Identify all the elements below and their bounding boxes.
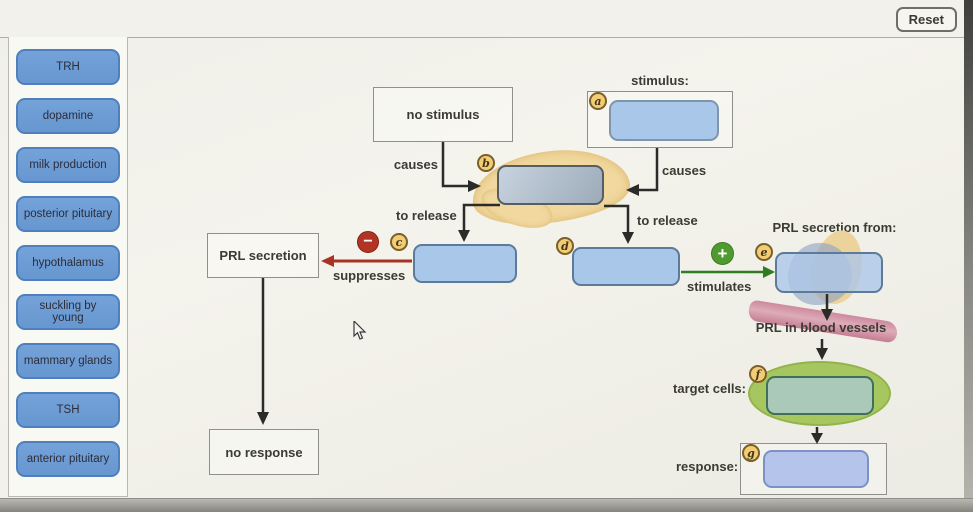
badge-f: f (749, 365, 767, 383)
screen-right-edge (964, 0, 973, 512)
badge-c: c (390, 233, 408, 251)
causes-left-label: causes (393, 157, 438, 172)
plus-icon: + (711, 242, 734, 265)
stimulus-label: stimulus: (631, 73, 689, 88)
term-hypothalamus[interactable]: hypothalamus (16, 245, 120, 281)
top-bar: Reset (0, 0, 973, 38)
badge-b: b (477, 154, 495, 172)
to-release-right-label: to release (637, 213, 698, 228)
stimulates-label: stimulates (687, 279, 752, 294)
drop-zone-e[interactable] (775, 252, 883, 293)
no-stimulus-text: no stimulus (406, 107, 480, 122)
drop-zone-d[interactable] (572, 247, 680, 286)
prl-blood-vessels-label: PRL in blood vessels (755, 320, 887, 335)
badge-a: a (589, 92, 607, 110)
term-anterior-pituitary[interactable]: anterior pituitary (16, 441, 120, 477)
term-bank-sidebar: TRH dopamine milk production posterior p… (8, 37, 128, 497)
mouse-cursor-icon (353, 321, 367, 340)
drop-zone-b[interactable] (497, 165, 604, 205)
no-stimulus-box: no stimulus (373, 87, 513, 142)
no-response-box: no response (209, 429, 319, 475)
suppresses-label: suppresses (333, 268, 406, 283)
drop-zone-f[interactable] (766, 376, 874, 415)
reset-button[interactable]: Reset (895, 7, 957, 32)
suppresses-arrow (321, 255, 412, 267)
term-suckling-by-young[interactable]: suckling by young (16, 294, 120, 330)
term-posterior-pituitary[interactable]: posterior pituitary (16, 196, 120, 232)
prl-secretion-text: PRL secretion (219, 248, 307, 263)
term-trh[interactable]: TRH (16, 49, 120, 85)
no-response-text: no response (225, 444, 303, 460)
minus-icon: − (357, 231, 379, 253)
badge-d: d (556, 237, 574, 255)
term-mammary-glands[interactable]: mammary glands (16, 343, 120, 379)
drop-zone-g[interactable] (763, 450, 869, 488)
causes-right-label: causes (662, 163, 707, 178)
to-release-left-label: to release (396, 208, 457, 223)
prl-secretion-from-label: PRL secretion from: (772, 220, 897, 235)
stimulates-arrow (681, 266, 775, 278)
term-dopamine[interactable]: dopamine (16, 98, 120, 134)
term-milk-production[interactable]: milk production (16, 147, 120, 183)
prl-secretion-box: PRL secretion (207, 233, 319, 278)
screen-bottom-edge (0, 498, 973, 512)
badge-g: g (742, 444, 760, 462)
term-tsh[interactable]: TSH (16, 392, 120, 428)
drop-zone-c[interactable] (413, 244, 517, 283)
badge-e: e (755, 243, 773, 261)
drop-zone-a[interactable] (609, 100, 719, 141)
response-label: response: (676, 459, 739, 474)
target-cells-label: target cells: (673, 381, 746, 396)
